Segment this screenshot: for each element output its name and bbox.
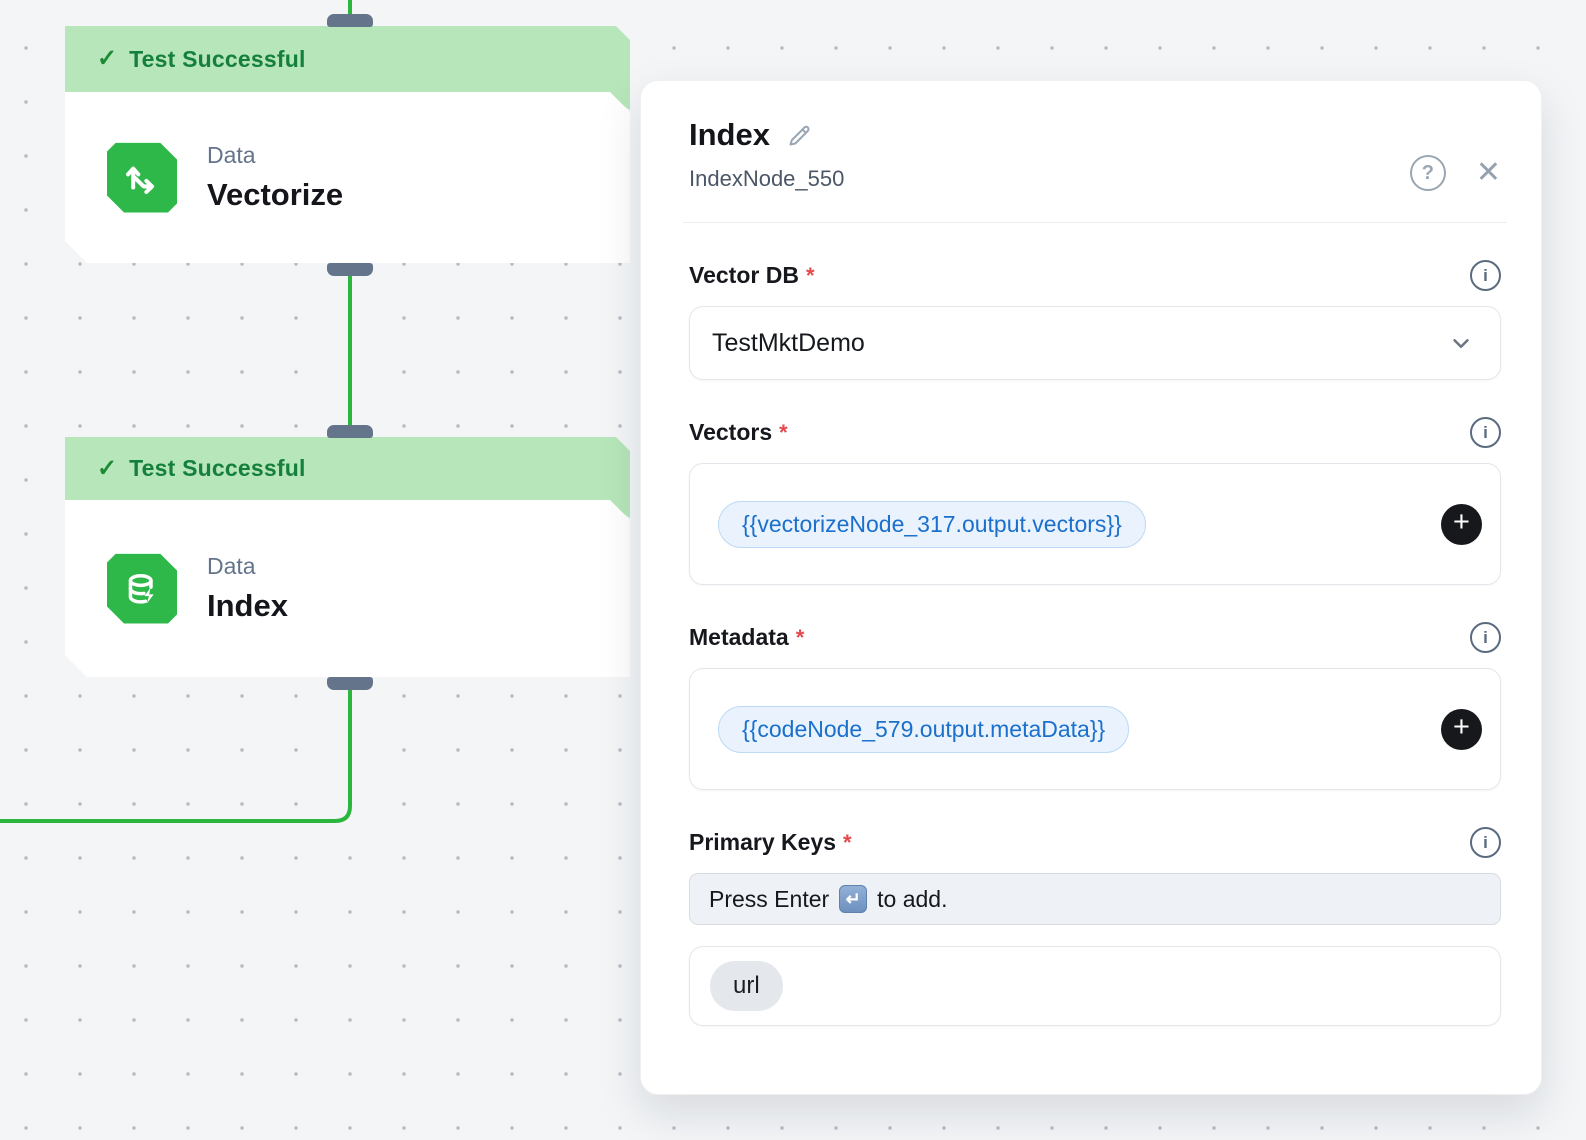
node-vectorize-input-handle[interactable] <box>327 14 373 27</box>
primary-keys-placeholder-prefix: Press Enter <box>709 885 830 912</box>
panel-title: Index <box>689 117 770 152</box>
required-mark: * <box>805 263 815 288</box>
add-vectors-variable-button[interactable]: + <box>1441 503 1482 545</box>
field-label: Vector DB* <box>689 262 815 288</box>
close-icon[interactable]: ✕ <box>1475 156 1501 189</box>
node-title: Vectorize <box>207 177 344 212</box>
check-icon: ✓ <box>97 45 118 72</box>
info-icon[interactable]: i <box>1470 260 1501 291</box>
node-index-output-handle[interactable] <box>327 677 373 690</box>
vector-db-select[interactable]: TestMktDemo <box>689 306 1501 380</box>
help-icon[interactable]: ? <box>1409 155 1446 191</box>
edge-index-output <box>0 688 352 823</box>
primary-keys-input[interactable]: Press Enter ↵ to add. <box>689 873 1501 925</box>
node-category: Data <box>207 142 256 168</box>
header-divider <box>683 222 1507 223</box>
vectors-input[interactable]: {{vectorizeNode_317.output.vectors}} + <box>689 463 1501 585</box>
primary-keys-placeholder-suffix: to add. <box>877 885 948 912</box>
node-status-text: Test Successful <box>129 455 306 481</box>
node-index-card[interactable]: Data Index <box>65 500 630 677</box>
required-mark: * <box>843 830 852 855</box>
edit-title-icon[interactable] <box>786 122 813 149</box>
metadata-input[interactable]: {{codeNode_579.output.metaData}} + <box>689 668 1501 790</box>
database-icon <box>107 554 177 624</box>
field-metadata: Metadata* i {{codeNode_579.output.metaDa… <box>689 622 1501 790</box>
node-vectorize-card[interactable]: Data Vectorize <box>65 92 630 263</box>
metadata-variable-chip[interactable]: {{codeNode_579.output.metaData}} <box>718 705 1130 753</box>
node-status-text: Test Successful <box>129 45 306 72</box>
info-icon[interactable]: i <box>1470 827 1501 858</box>
node-id: IndexNode_550 <box>689 166 845 191</box>
required-mark: * <box>779 420 788 445</box>
check-icon: ✓ <box>97 454 118 482</box>
info-icon[interactable]: i <box>1470 417 1501 448</box>
node-index[interactable]: ✓ Test Successful Data Index <box>65 425 630 690</box>
node-index-input-handle[interactable] <box>327 425 373 438</box>
chevron-down-icon <box>1448 330 1474 356</box>
info-icon[interactable]: i <box>1470 622 1501 653</box>
vector-db-selected-value: TestMktDemo <box>712 328 865 357</box>
required-mark: * <box>795 625 805 650</box>
enter-key-icon: ↵ <box>839 885 868 913</box>
field-primary-keys: Primary Keys* i Press Enter ↵ to add. ur… <box>689 827 1501 1026</box>
vectors-variable-chip[interactable]: {{vectorizeNode_317.output.vectors}} <box>718 500 1146 548</box>
vectorize-icon <box>107 143 177 213</box>
add-metadata-variable-button[interactable]: + <box>1441 708 1482 750</box>
field-vector-db: Vector DB* i TestMktDemo <box>689 260 1501 380</box>
node-title: Index <box>207 588 288 623</box>
node-category: Data <box>207 553 256 579</box>
primary-key-tag[interactable]: url <box>710 961 783 1011</box>
field-label: Vectors* <box>689 419 788 445</box>
field-label: Metadata* <box>689 624 805 650</box>
primary-keys-tags: url <box>689 946 1501 1026</box>
node-vectorize[interactable]: ✓ Test Successful Data Vectorize <box>65 14 630 276</box>
node-config-panel: Index IndexNode_550 ? ✕ Vector DB* i <box>640 80 1542 1095</box>
field-vectors: Vectors* i {{vectorizeNode_317.output.ve… <box>689 417 1501 585</box>
node-vectorize-output-handle[interactable] <box>327 263 373 276</box>
field-label: Primary Keys* <box>689 829 852 855</box>
